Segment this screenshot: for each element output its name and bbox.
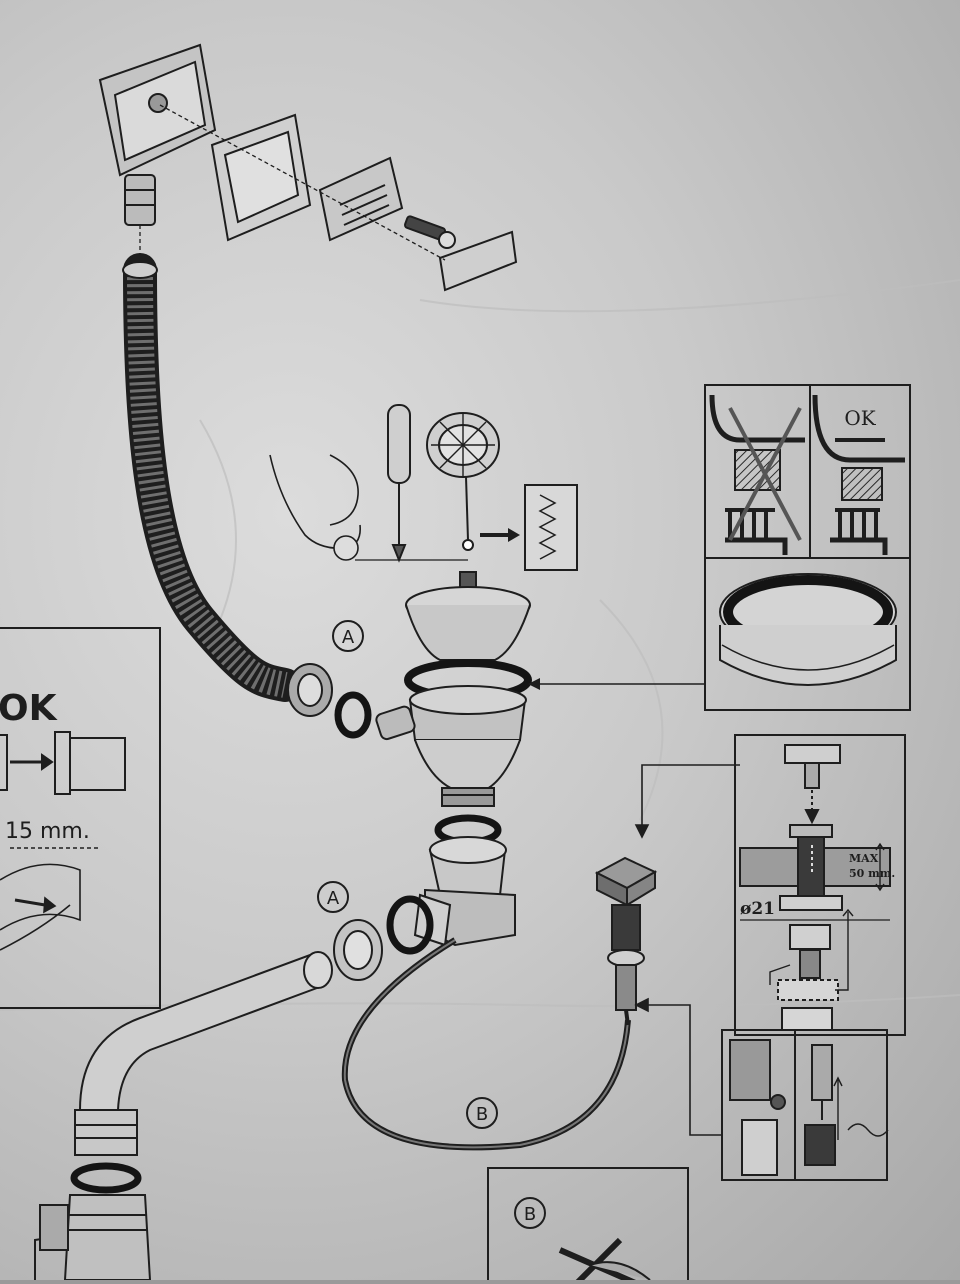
spring-detail-box (524, 484, 578, 571)
callout-a-bottom: A (317, 881, 349, 913)
overflow-assembly (98, 43, 518, 292)
svg-text:MAX: MAX (849, 852, 879, 865)
detail-arrow (355, 528, 520, 561)
svg-text:A: A (327, 888, 340, 909)
knob-install-detail-box: MAX 50 mm. ø21 (734, 734, 906, 1036)
pointer-arrow-knob (634, 764, 740, 1136)
svg-text:B: B (524, 1204, 536, 1225)
svg-text:15 mm.: 15 mm. (5, 819, 90, 844)
gasket-detail-box: OK (704, 384, 911, 711)
callout-b-hose: B (466, 1097, 498, 1129)
hose-nut (287, 663, 333, 717)
strainer-body (375, 571, 532, 807)
screwdriver-icon (387, 404, 411, 563)
svg-text:B: B (476, 1104, 488, 1125)
bottom-detail-box: B (487, 1167, 689, 1284)
correct-fit-panel: OK (812, 394, 905, 555)
gasket-ring-detail (719, 573, 897, 686)
svg-text:OK: OK (844, 406, 876, 430)
pointer-arrow-to-gasket (528, 678, 705, 690)
svg-text:ø21: ø21 (740, 899, 775, 919)
tail-pipe (34, 951, 333, 1281)
waste-outlet-body (333, 814, 516, 981)
overflow-hose (122, 253, 302, 702)
pop-up-cable (341, 937, 631, 1151)
hand-illustration (269, 454, 362, 561)
popup-control-knob (594, 856, 658, 1026)
wrong-fit-panel (709, 394, 805, 555)
callout-a-top: A (332, 620, 364, 652)
strainer-basket (426, 412, 500, 551)
svg-text:50 mm.: 50 mm. (849, 867, 895, 880)
svg-text:A: A (342, 627, 355, 648)
pipe-cut-detail-box: OK 15 mm. (0, 627, 161, 1009)
hose-gasket (334, 691, 372, 739)
cable-connect-detail-box (721, 1029, 889, 1181)
svg-text:OK: OK (0, 688, 58, 729)
